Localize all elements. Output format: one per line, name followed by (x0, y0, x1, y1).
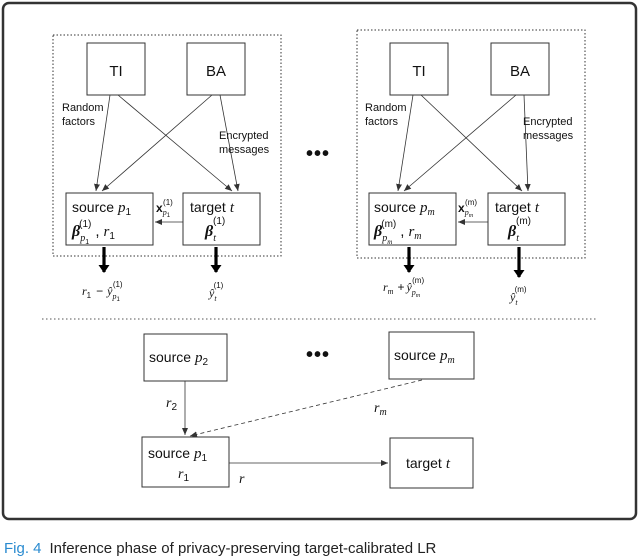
left-source-box (65, 192, 154, 246)
right-arrow-ba-to-target (523, 94, 531, 192)
left-arrow-ti-to-target (117, 94, 233, 192)
caption-text: Inference phase of privacy-preserving ta… (49, 540, 437, 557)
left-x-label: xp1(1) (156, 198, 173, 219)
left-encrypted-label: Encrypted messages (219, 130, 272, 156)
right-target-output: ŷt(m) (509, 285, 527, 307)
bottom-source-p2-box (143, 333, 228, 382)
right-ba-label: BA (510, 63, 530, 80)
left-group: TI BA Random factors Encrypted messages … (52, 34, 282, 303)
right-ti-box (389, 42, 449, 96)
left-source-output: r1−ŷp1(1) (82, 280, 123, 303)
left-arrow-ba-to-target (219, 94, 240, 192)
bottom-source-pm-box (388, 331, 475, 380)
left-arrow-ba-to-source (101, 94, 213, 192)
figure-caption: Fig. 4 Inference phase of privacy-preserv… (4, 540, 636, 557)
right-arrow-ba-to-source (403, 94, 517, 192)
bottom-target-box (389, 437, 474, 489)
bottom-r1-label: r1 (178, 467, 189, 484)
arrow-pm-to-p1 (189, 379, 423, 438)
left-ti-label: TI (109, 63, 122, 80)
right-source-params: βpm(m),rm (373, 219, 422, 246)
r-label: r (239, 472, 245, 487)
left-target-params: βt(1) (204, 216, 225, 244)
left-target-box (182, 192, 261, 246)
left-ba-label: BA (206, 63, 226, 80)
left-target-output: ŷt(1) (208, 281, 224, 303)
left-ba-box (186, 42, 246, 96)
bottom-ellipsis: ••• (306, 344, 330, 366)
right-target-params: βt(m) (507, 216, 531, 244)
right-random-factors-label: Random factors (365, 102, 410, 128)
right-target-box (487, 192, 566, 246)
left-arrow-ti-to-source (94, 94, 111, 192)
left-group-dotted-border (52, 34, 282, 257)
bottom-source-p1-box (141, 436, 230, 488)
right-encrypted-label: Encrypted messages (523, 116, 576, 142)
right-source-box (368, 192, 457, 246)
right-arrow-ti-to-source (396, 94, 414, 192)
right-ti-label: TI (412, 63, 425, 80)
figure-number: Fig. 4 (4, 540, 42, 557)
top-ellipsis: ••• (306, 143, 330, 165)
right-x-label: xpm(m) (458, 198, 477, 219)
right-ba-box (490, 42, 550, 96)
figure-frame (1, 1, 638, 521)
right-arrow-ti-to-target (420, 94, 523, 192)
right-group: TI BA Random factors Encrypted messages … (356, 29, 586, 307)
r2-label: r2 (166, 396, 177, 413)
right-source-output: rm+ŷpm(m) (383, 276, 424, 299)
left-random-factors-label: Random factors (62, 102, 107, 128)
inference-phase-diagram: TI BA Random factors Encrypted messages … (1, 1, 638, 521)
rm-label: rm (374, 401, 387, 418)
left-ti-box (86, 42, 146, 96)
right-group-dotted-border (356, 29, 586, 259)
left-source-params: βp1(1),r1 (71, 219, 115, 246)
